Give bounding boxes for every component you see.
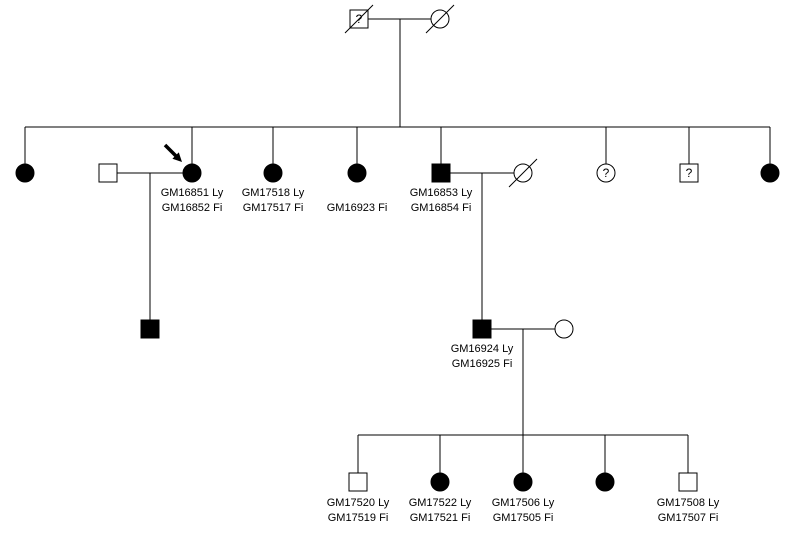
male-symbol[interactable]: [348, 472, 368, 492]
cell-line-label: GM17519 Fi: [328, 512, 389, 524]
unknown-status-mark: ?: [686, 166, 693, 180]
cell-line-label: GM17508 Ly: [657, 497, 720, 509]
unknown-status-mark: ?: [603, 166, 610, 180]
individual-II-6[interactable]: GM16853 Ly GM16854 Fi: [410, 163, 473, 214]
female-symbol[interactable]: [15, 163, 35, 183]
female-symbol[interactable]: [760, 163, 780, 183]
individual-IV-5[interactable]: GM17508 Ly GM17507 Fi: [657, 472, 720, 524]
individual-III-3[interactable]: [554, 319, 574, 339]
individual-IV-4[interactable]: [595, 472, 615, 492]
individual-II-1[interactable]: [15, 163, 35, 183]
individual-II-7[interactable]: [508, 158, 538, 188]
cell-line-label: GM17522 Ly: [409, 497, 472, 509]
individual-II-2[interactable]: [98, 163, 118, 183]
cell-line-label: GM16851 Ly: [161, 187, 224, 199]
cell-line-label: GM16854 Fi: [411, 202, 472, 214]
cell-line-label: GM16925 Fi: [452, 358, 513, 370]
male-symbol[interactable]: [98, 163, 118, 183]
cell-line-label: GM17520 Ly: [327, 497, 390, 509]
cell-line-label: GM16853 Ly: [410, 187, 473, 199]
individual-IV-3[interactable]: GM17506 Ly GM17505 Fi: [492, 472, 555, 524]
individual-III-1[interactable]: [140, 319, 160, 339]
individual-II-4[interactable]: GM17518 Ly GM17517 Fi: [242, 163, 305, 214]
female-symbol[interactable]: [430, 472, 450, 492]
individual-II-8[interactable]: ?: [596, 163, 616, 183]
cell-line-label: GM17517 Fi: [243, 202, 304, 214]
male-symbol[interactable]: [431, 163, 451, 183]
individual-IV-2[interactable]: GM17522 Ly GM17521 Fi: [409, 472, 472, 524]
female-symbol[interactable]: [513, 472, 533, 492]
proband-arrow-icon: [163, 143, 182, 162]
cell-line-label: GM17506 Ly: [492, 497, 555, 509]
deceased-slash-icon: [425, 4, 455, 34]
female-symbol[interactable]: [347, 163, 367, 183]
individual-III-2[interactable]: GM16924 Ly GM16925 Fi: [451, 319, 514, 370]
cell-line-label: GM17507 Fi: [658, 512, 719, 524]
female-symbol[interactable]: [554, 319, 574, 339]
individual-II-10[interactable]: [760, 163, 780, 183]
deceased-slash-icon: [344, 4, 374, 34]
female-symbol[interactable]: [596, 163, 616, 183]
cell-line-label: GM17518 Ly: [242, 187, 305, 199]
male-symbol[interactable]: [679, 163, 699, 183]
male-symbol[interactable]: [472, 319, 492, 339]
individual-I-2[interactable]: [425, 4, 455, 34]
male-symbol[interactable]: [140, 319, 160, 339]
individual-II-5[interactable]: GM16923 Fi: [327, 163, 388, 214]
individual-II-9[interactable]: ?: [679, 163, 699, 183]
individual-IV-1[interactable]: GM17520 Ly GM17519 Fi: [327, 472, 390, 524]
cell-line-label: GM17521 Fi: [410, 512, 471, 524]
female-symbol[interactable]: [595, 472, 615, 492]
cell-line-label: GM17505 Fi: [493, 512, 554, 524]
individual-I-1[interactable]: ?: [344, 4, 374, 34]
male-symbol[interactable]: [678, 472, 698, 492]
female-symbol[interactable]: [182, 163, 202, 183]
cell-line-label: GM16923 Fi: [327, 202, 388, 214]
unknown-status-mark: ?: [356, 12, 363, 26]
female-symbol[interactable]: [263, 163, 283, 183]
cell-line-label: GM16852 Fi: [162, 202, 223, 214]
cell-line-label: GM16924 Ly: [451, 343, 514, 355]
individual-II-3[interactable]: GM16851 Ly GM16852 Fi: [161, 143, 224, 214]
deceased-slash-icon: [508, 158, 538, 188]
